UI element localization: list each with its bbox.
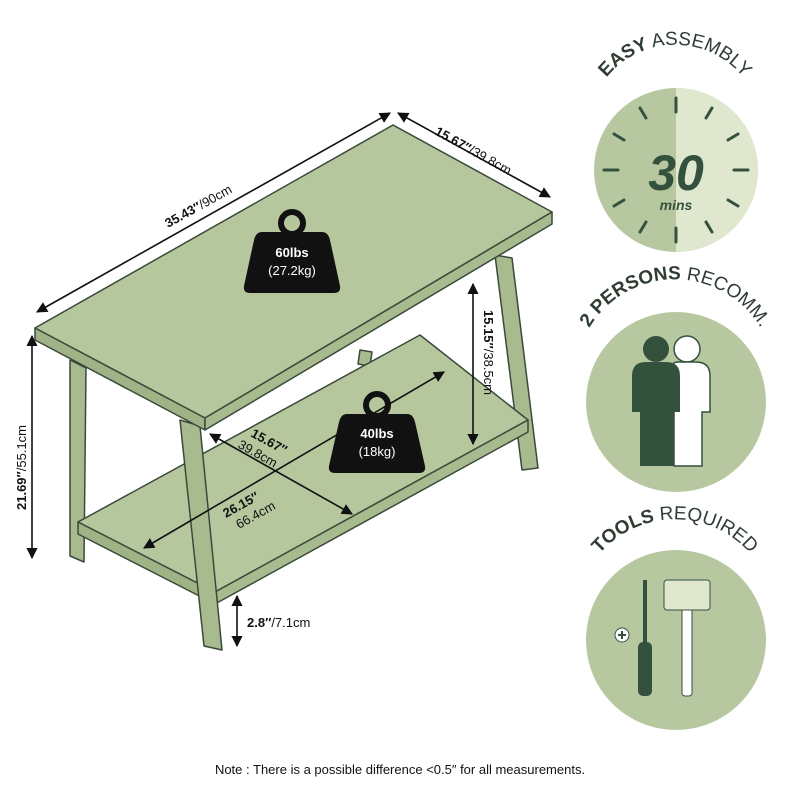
badge-two-persons: 2 PERSONS RECOMM.: [576, 263, 774, 492]
svg-text:(27.2kg): (27.2kg): [268, 263, 316, 278]
badge-easy-assembly: EASY ASSEMBLY 30 mins: [594, 29, 758, 252]
svg-text:40lbs: 40lbs: [360, 426, 393, 441]
dim-total-height: 21.69″/55.1cm: [14, 425, 29, 510]
clock-icon: 30 mins: [594, 88, 758, 252]
hammer-icon: [663, 579, 711, 697]
tv-stand-illustration: [34, 124, 553, 651]
badge-tools-title: TOOLS REQUIRED: [588, 503, 762, 557]
front-left-leg: [69, 359, 87, 563]
dimension-lines: [26, 112, 551, 648]
screwdriver-icon: [614, 580, 652, 696]
weight-icon-shelf: 40lbs (18kg): [328, 391, 426, 473]
back-right-leg: [494, 254, 539, 471]
two-persons-icon: [632, 335, 711, 467]
assembly-unit: mins: [660, 197, 693, 213]
screwdriver-hammer-icon: [614, 579, 711, 697]
svg-text:(18kg): (18kg): [359, 444, 396, 459]
dim-ground-clearance: 2.8″/7.1cm: [247, 615, 310, 630]
svg-text:60lbs: 60lbs: [275, 245, 308, 260]
measurement-note: Note : There is a possible difference <0…: [214, 762, 586, 777]
assembly-minutes: 30: [648, 145, 704, 201]
badge-assembly-title: EASY ASSEMBLY: [595, 29, 756, 82]
weight-icon-top: 60lbs (27.2kg): [243, 209, 341, 293]
dim-shelf-clearance: 15.15″/38.5cm: [481, 310, 496, 395]
badge-tools-required: TOOLS REQUIRED: [586, 503, 766, 730]
